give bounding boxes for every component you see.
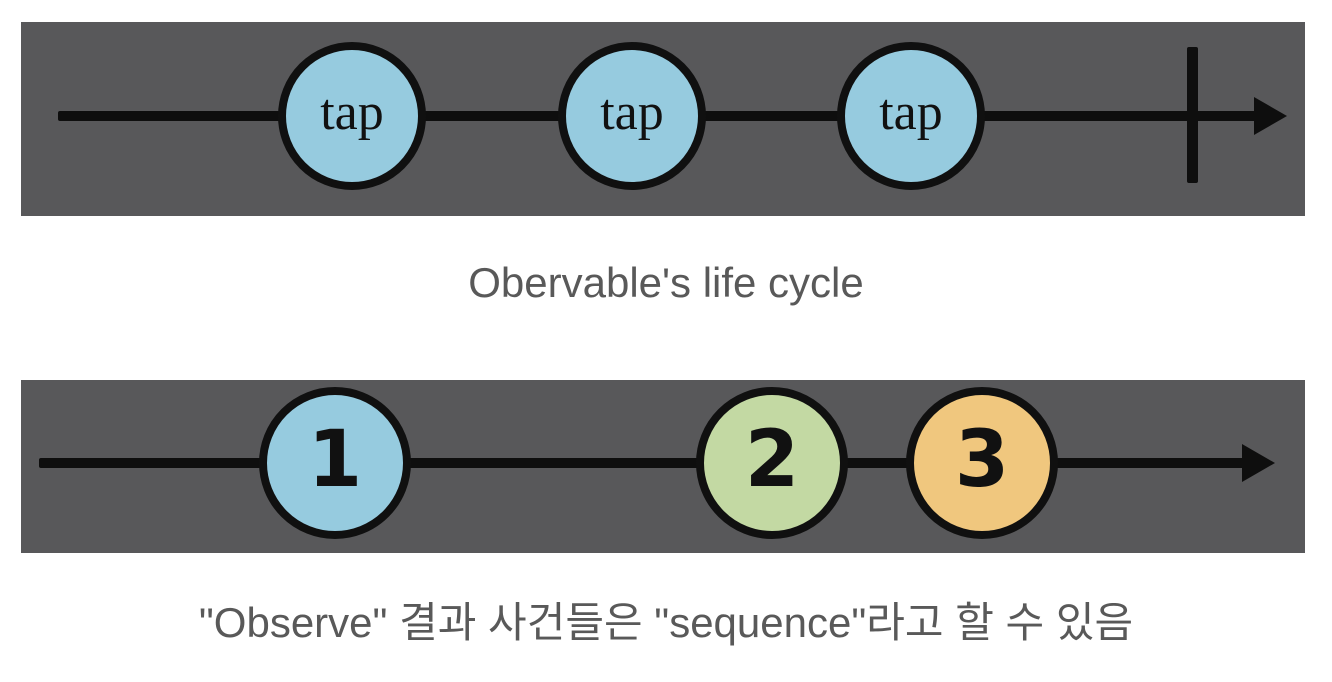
event-label: 2	[744, 415, 800, 505]
event-label: tap	[879, 84, 943, 141]
event-label: 1	[307, 415, 363, 505]
arrowhead-icon	[1242, 444, 1275, 482]
event-label: tap	[320, 84, 384, 141]
event-marble-tap-3: tap	[837, 42, 985, 190]
event-marble-3: 3	[906, 387, 1058, 539]
event-marble-tap-1: tap	[278, 42, 426, 190]
marble-diagram-bottom: 1 2 3	[21, 380, 1305, 553]
event-marble-tap-2: tap	[558, 42, 706, 190]
caption-top: Obervable's life cycle	[468, 259, 864, 306]
marble-diagram-top: tap tap tap	[21, 22, 1305, 216]
completion-bar-icon	[1187, 47, 1198, 183]
event-label: tap	[600, 84, 664, 141]
event-marble-1: 1	[259, 387, 411, 539]
event-label: 3	[954, 415, 1010, 505]
timeline-line	[39, 458, 1246, 468]
event-marble-2: 2	[696, 387, 848, 539]
arrowhead-icon	[1254, 97, 1287, 135]
caption-bottom: "Observe" 결과 사건들은 "sequence"라고 할 수 있음	[198, 599, 1134, 646]
